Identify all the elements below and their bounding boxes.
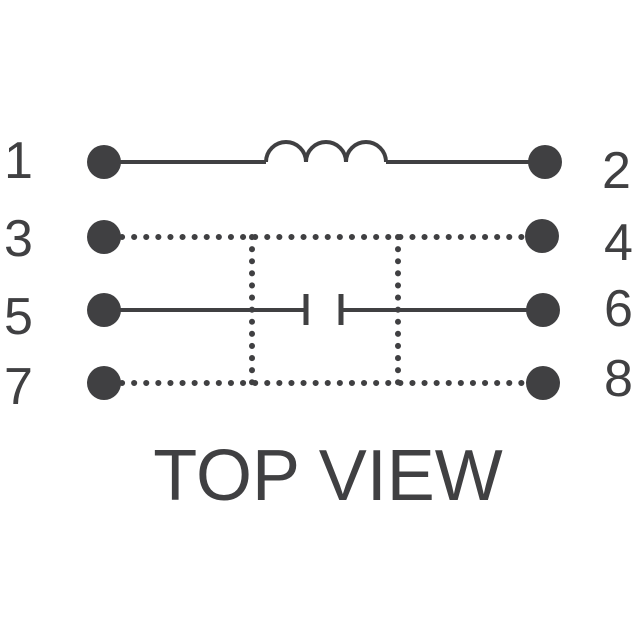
pin-label-3: 3 (4, 210, 33, 268)
pin-4-dot (525, 219, 559, 253)
pin-6-dot (526, 293, 560, 327)
pin-label-1: 1 (4, 132, 33, 190)
pin-8-dot (526, 366, 560, 400)
pin-label-7: 7 (4, 358, 33, 416)
pin-2-dot (528, 145, 562, 179)
pin-label-6: 6 (604, 280, 633, 338)
pin-3-dot (87, 220, 121, 254)
caption-top-view: TOP VIEW (153, 436, 502, 516)
inductor-coil-icon (264, 140, 388, 163)
pin-label-2: 2 (602, 142, 631, 200)
pin-label-4: 4 (604, 214, 633, 272)
pin-1-dot (87, 145, 121, 179)
capacitor-plates-icon (303, 294, 344, 325)
pin-label-5: 5 (4, 288, 33, 346)
pin-label-8: 8 (604, 350, 633, 408)
inductor-line (104, 140, 544, 164)
pin-dots (87, 145, 562, 400)
pin-7-dot (87, 366, 121, 400)
pin-5-dot (87, 293, 121, 327)
